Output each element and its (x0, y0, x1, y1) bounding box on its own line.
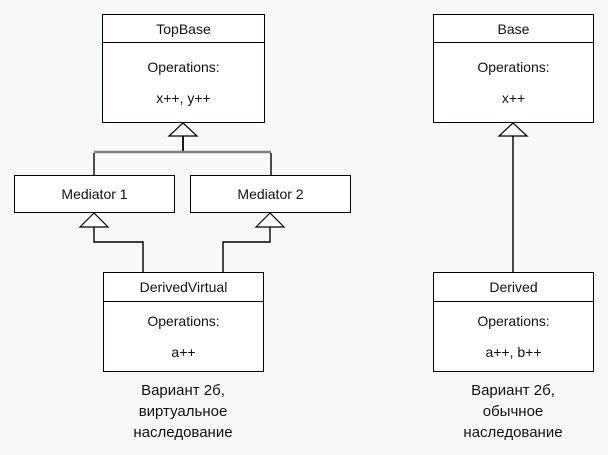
operations-label: Operations: (477, 313, 550, 329)
caption-ordinary-inheritance: Вариант 2б, обычное наследование (413, 380, 608, 443)
class-operations-derivedvirtual: Operations: a++ (104, 302, 263, 371)
class-title-base: Base (434, 15, 593, 43)
class-box-base: Base Operations: x++ (433, 14, 594, 123)
connector-derivedvirtual-to-mediator1 (93, 227, 144, 272)
connector-derivedvirtual-to-mediator2 (222, 227, 271, 272)
generalization-arrowhead-base (497, 122, 529, 137)
caption-line: наследование (463, 424, 563, 441)
class-box-mediator2: Mediator 2 (190, 175, 351, 213)
caption-line: наследование (133, 424, 233, 441)
caption-line: обычное (482, 403, 544, 420)
operations-value: a++ (171, 344, 196, 360)
caption-virtual-inheritance: Вариант 2б, виртуальное наследование (83, 380, 283, 443)
class-operations-base: Operations: x++ (434, 43, 593, 122)
operations-value: a++, b++ (485, 344, 542, 360)
operations-label: Operations: (477, 59, 550, 75)
class-title-topbase: TopBase (103, 15, 264, 43)
class-title-mediator1: Mediator 1 (61, 186, 128, 202)
class-title-derivedvirtual: DerivedVirtual (104, 273, 263, 302)
operations-value: x++, y++ (156, 90, 211, 106)
class-title-mediator2: Mediator 2 (237, 186, 304, 202)
operations-label: Operations: (147, 313, 220, 329)
caption-line: Вариант 2б, (141, 382, 225, 399)
class-operations-derived: Operations: a++, b++ (434, 302, 593, 371)
class-operations-topbase: Operations: x++, y++ (103, 43, 264, 122)
operations-label: Operations: (147, 59, 220, 75)
class-box-derived: Derived Operations: a++, b++ (433, 272, 594, 372)
class-box-topbase: TopBase Operations: x++, y++ (102, 14, 265, 123)
class-box-mediator1: Mediator 1 (14, 175, 175, 213)
operations-value: x++ (501, 90, 526, 106)
generalization-arrowhead-mediator2 (254, 212, 286, 228)
class-title-derived: Derived (434, 273, 593, 302)
class-box-derivedvirtual: DerivedVirtual Operations: a++ (103, 272, 264, 372)
caption-line: виртуальное (138, 403, 228, 420)
generalization-arrowhead-topbase (167, 122, 199, 137)
generalization-arrowhead-mediator1 (78, 212, 110, 228)
caption-line: Вариант 2б, (471, 382, 555, 399)
